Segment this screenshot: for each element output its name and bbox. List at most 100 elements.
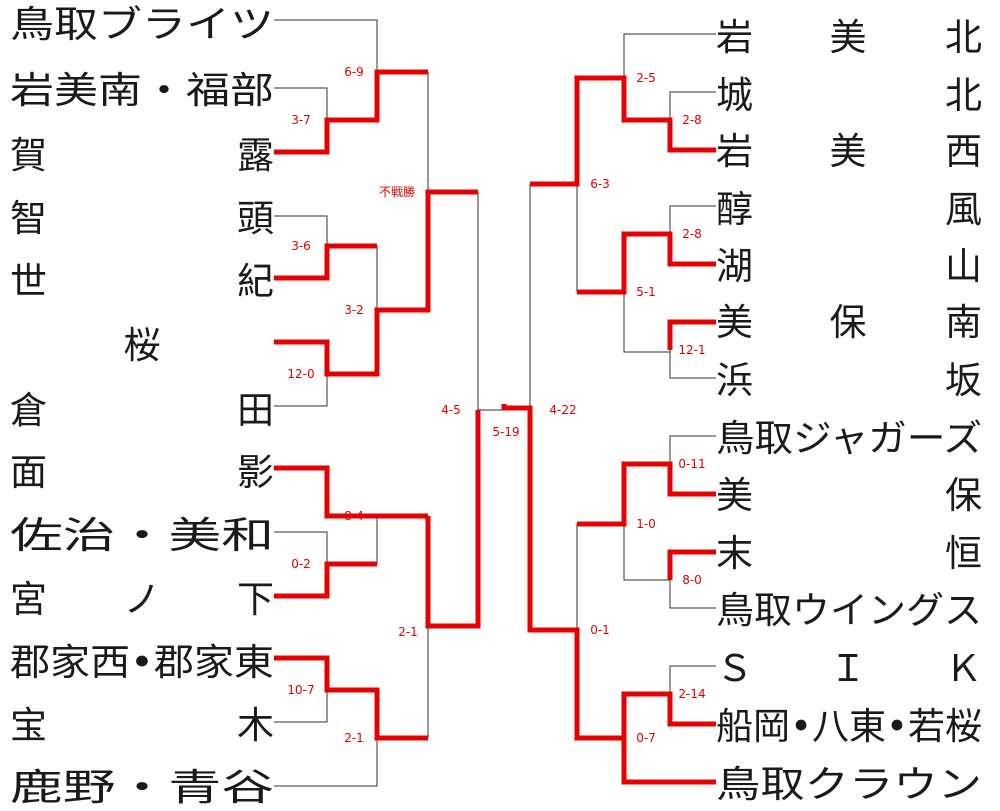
team-name-first: 湖 [716,245,753,288]
score-label: 6-9 [344,65,364,79]
team-name: 船岡•八東•若桜 [716,705,982,748]
winner-path [667,549,716,580]
score-label: 5-19 [492,425,519,439]
team-name-last: 木 [237,704,274,747]
team-name: 鳥取クラウン [716,763,982,806]
bracket-line [274,87,328,120]
score-label: 3-6 [291,239,311,253]
team-name: 鳥取ブライツ [10,3,274,46]
team-name-middle: ノ [124,578,161,621]
bracket-line [669,350,716,379]
score-label: 2-1 [344,731,364,745]
team-name-first: 世 [10,260,47,303]
score-label: 1-0 [636,517,656,531]
score-label: 0-7 [636,731,656,745]
team-name-middle: 保 [830,301,867,344]
team-name-first: 宮 [10,578,47,621]
team-name-first: 城 [716,74,753,117]
score-label: 2-5 [636,71,656,85]
score-label: 10-7 [287,683,314,697]
score-label: 6-3 [590,177,610,191]
bracket-line [669,205,716,234]
winner-path [274,561,377,599]
score-label: 5-1 [636,285,656,299]
team-name: 鳥取ジャガーズ [716,417,982,460]
winner-path [425,410,481,629]
score-label: 3-7 [291,113,311,127]
team-name-first: 美 [716,301,753,344]
score-label: 4-22 [549,403,576,417]
score-label: 2-14 [678,687,705,701]
score-label: 0-11 [678,457,705,471]
score-label: 2-8 [682,113,702,127]
team-name-last: 頭 [237,197,274,240]
team-name-first: 智 [10,197,47,240]
team-name-last: 保 [945,474,982,517]
team-name-last: 田 [237,389,274,432]
team-name-last: 山 [945,245,982,288]
team-name-first: 醇 [716,188,753,231]
winner-paths [274,69,716,785]
bracket-line [623,292,670,353]
team-name: 佐治・美和 [10,514,274,557]
winner-path [577,461,716,527]
winner-path [621,738,716,785]
team-name: 郡家西•郡家東 [10,641,274,684]
score-label: 2-8 [682,227,702,241]
winner-path [577,231,716,295]
winner-path [530,75,716,187]
team-name-last: 西 [945,130,982,173]
bracket-line [274,690,328,723]
score-labels: 3-7 3-6 12-0 0-2 10-7 6-9 3-2 8-4 2-1 不戦… [287,65,705,745]
left-team-list: 鳥取ブライツ 岩美南・福部 賀 露 智 頭 世 紀 桜 倉 田 面 影 佐治・美… [10,3,274,809]
team-name-first: 岩 [716,130,753,173]
team-name-first: 浜 [716,359,753,402]
score-label: 不戦勝 [379,184,415,199]
team-name-last: 北 [945,74,982,117]
team-name-last: 露 [237,134,274,177]
team-name-last: 恒 [945,532,982,575]
team-name-first: 面 [10,451,47,494]
winner-path [274,655,428,741]
team-name: 桜 [124,324,161,367]
team-name: 鹿野・青谷 [10,766,274,809]
bracket-line [669,665,716,694]
bracket-line [669,435,716,464]
team-name-last: 坂 [945,359,982,402]
team-name-last: 北 [945,16,982,59]
team-name-first: Ｓ [716,647,753,690]
score-label: 2-1 [398,625,418,639]
team-name: 鳥取ウイングス [716,589,982,632]
team-name-last: 影 [237,451,274,494]
team-name-last: 風 [945,188,982,231]
team-name-last: 紀 [237,260,274,303]
score-label: 12-1 [678,343,705,357]
bracket-line [623,33,716,78]
team-name-first: 岩 [716,16,753,59]
score-label: 0-2 [291,557,311,571]
team-name-first: 賀 [10,134,47,177]
team-name-first: 美 [716,474,753,517]
winner-path [274,189,478,377]
score-label: 4-5 [441,403,461,417]
score-label: 8-0 [682,573,702,587]
score-label: 3-2 [344,303,364,317]
winner-path [667,319,716,350]
winner-path [274,69,428,155]
winner-path [274,465,428,519]
bracket-line [669,91,716,120]
winner-path [274,243,377,281]
team-name-middle: 美 [830,130,867,173]
team-name-middle: 美 [830,16,867,59]
bracket-line [274,19,378,72]
bracket-line [477,408,504,411]
team-name-first: 倉 [10,389,47,432]
winner-path [501,404,716,741]
team-name: 岩美南・福部 [10,69,274,112]
score-label: 12-0 [287,367,314,381]
bracket-line [274,738,378,787]
right-team-list: 岩 美 北 城 北 岩 美 西 醇 風 湖 山 美 保 南 浜 坂 鳥取ジャガー… [716,16,982,806]
score-label: 0-1 [590,623,610,637]
team-name-first: 末 [716,532,753,575]
